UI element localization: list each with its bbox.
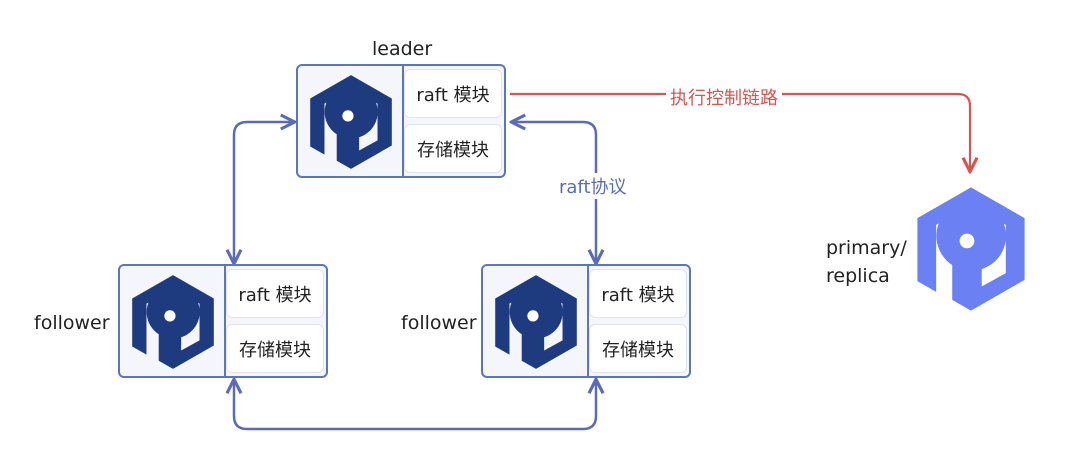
- follower-right-node: raft 模块 存储模块: [481, 264, 691, 378]
- raft-link-leader-right-follower: [513, 122, 596, 262]
- control-link-label: 执行控制链路: [666, 84, 782, 110]
- raft-module: raft 模块: [226, 269, 324, 318]
- node-divider: [587, 266, 589, 376]
- logo-icon: [300, 68, 402, 176]
- leader-node: raft 模块 存储模块: [296, 64, 506, 178]
- control-link-arrow: [510, 92, 970, 170]
- raft-link-leader-left-follower: [234, 122, 293, 262]
- storage-module: 存储模块: [589, 324, 687, 373]
- replica-logo-icon: [904, 175, 1038, 323]
- logo-icon: [122, 268, 224, 376]
- raft-link-follower-follower: [234, 381, 596, 431]
- storage-module: 存储模块: [226, 324, 324, 373]
- primary-replica-line-1: primary/: [826, 237, 907, 259]
- raft-module: raft 模块: [404, 69, 502, 118]
- raft-module: raft 模块: [589, 269, 687, 318]
- primary-replica-line-2: replica: [826, 265, 890, 287]
- follower-left-label: follower: [34, 312, 110, 334]
- node-divider: [402, 66, 404, 176]
- follower-left-node: raft 模块 存储模块: [118, 264, 328, 378]
- raft-protocol-label: raft协议: [555, 173, 631, 199]
- node-divider: [224, 266, 226, 376]
- logo-icon: [485, 268, 587, 376]
- storage-module: 存储模块: [404, 124, 502, 173]
- follower-right-label: follower: [401, 312, 477, 334]
- primary-replica-label: primary/ replica: [826, 234, 907, 290]
- leader-label: leader: [372, 38, 433, 60]
